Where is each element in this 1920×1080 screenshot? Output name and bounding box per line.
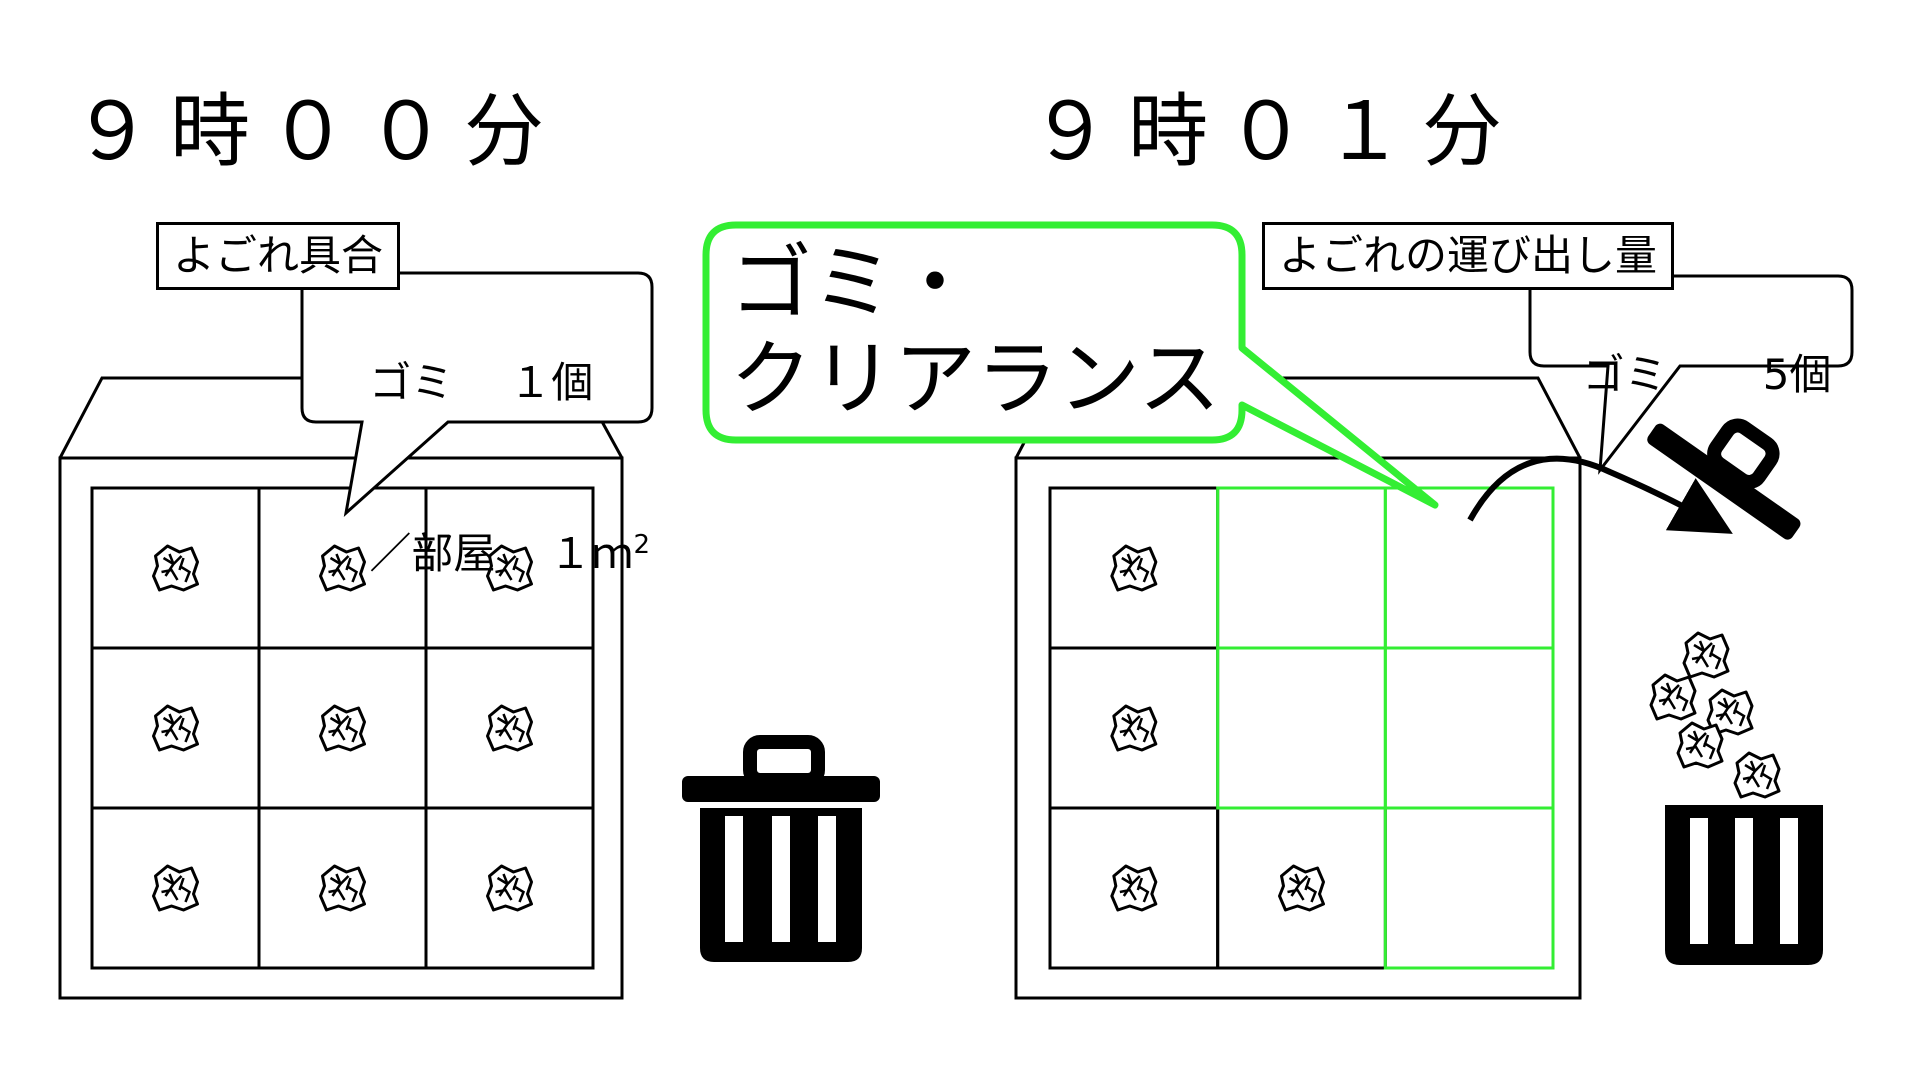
crumpled-paper-icon	[1278, 864, 1325, 912]
crumpled-paper-icon	[152, 864, 199, 912]
crumpled-paper-icon	[1110, 704, 1158, 752]
crumpled-paper-icon	[486, 864, 533, 912]
left-label-box: よごれ具合	[156, 222, 401, 290]
green-callout-line1: ゴミ・	[730, 236, 977, 331]
superscript: 2	[633, 530, 650, 560]
cleared-room-cell	[1383, 806, 1555, 970]
callout-name: ／部屋	[369, 529, 496, 578]
callout-name: ゴミ	[369, 358, 454, 407]
crumpled-paper-icon	[319, 704, 366, 752]
right-building	[1014, 376, 1582, 1000]
left-room-grid	[90, 486, 595, 970]
left-callout-text: ゴミ １個 ／部屋 １ｍ2	[316, 302, 650, 635]
trash-can-icon	[1665, 805, 1823, 965]
crumpled-paper-icon	[1733, 751, 1781, 799]
crumpled-paper-icon	[1676, 721, 1724, 769]
crumpled-paper-icon	[486, 704, 533, 752]
open-lid-icon	[1647, 418, 1801, 540]
trash-can-icon	[682, 735, 880, 962]
crumpled-paper-icon	[1110, 544, 1158, 592]
green-callout-text: ゴミ・ クリアランス	[730, 236, 1220, 428]
falling-trash	[1649, 631, 1781, 799]
crumpled-paper-icon	[1682, 631, 1730, 679]
arrow-icon	[1467, 455, 1733, 534]
crumpled-paper-icon	[1649, 673, 1697, 721]
crumpled-paper-icon	[152, 704, 199, 752]
right-label-box: よごれの運び出し量	[1262, 222, 1675, 290]
callout-value: １個	[509, 358, 594, 407]
right-callout-text: ゴミ 5個	[1556, 294, 1832, 402]
left-time-heading: ９時００分	[72, 85, 562, 178]
green-callout-line2: クリアランス	[730, 332, 1221, 427]
right-room-grid	[1048, 486, 1555, 970]
crumpled-paper-icon	[1110, 864, 1158, 912]
crumpled-paper-icon	[319, 864, 366, 912]
callout-value: 5個	[1762, 350, 1832, 399]
right-time-heading: ９時０１分	[1030, 85, 1520, 178]
callout-value: １ｍ	[549, 529, 634, 578]
green-callout-bubble	[702, 221, 1439, 509]
crumpled-paper-icon	[152, 544, 199, 592]
room-cell	[424, 806, 595, 970]
callout-name: ゴミ	[1582, 350, 1667, 399]
